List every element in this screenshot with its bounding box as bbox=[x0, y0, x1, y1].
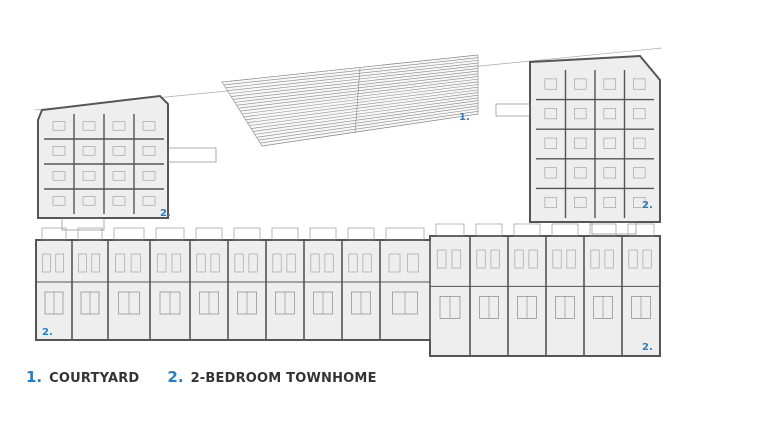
legend: 1. COURTYARD 2. 2-BEDROOM TOWNHOME bbox=[26, 368, 405, 390]
townhome-tag: 2. bbox=[642, 342, 653, 353]
legend-label: COURTYARD bbox=[49, 371, 140, 386]
legend-item-townhome: 2. 2-BEDROOM TOWNHOME bbox=[167, 368, 376, 386]
legend-item-courtyard: 1. COURTYARD bbox=[26, 368, 139, 386]
courtyard-stairs bbox=[221, 54, 479, 147]
right-wing bbox=[495, 54, 661, 235]
townhome-tag: 2. bbox=[42, 327, 53, 338]
townhome-tag: 2. bbox=[642, 200, 653, 211]
townhome-tag: 2. bbox=[160, 208, 171, 219]
main-townhome-bar bbox=[35, 223, 661, 357]
left-wing bbox=[37, 94, 217, 231]
legend-number: 2. bbox=[167, 368, 184, 386]
legend-label: 2-BEDROOM TOWNHOME bbox=[190, 371, 377, 386]
courtyard-tag: 1. bbox=[459, 112, 470, 123]
legend-number: 1. bbox=[26, 368, 43, 386]
